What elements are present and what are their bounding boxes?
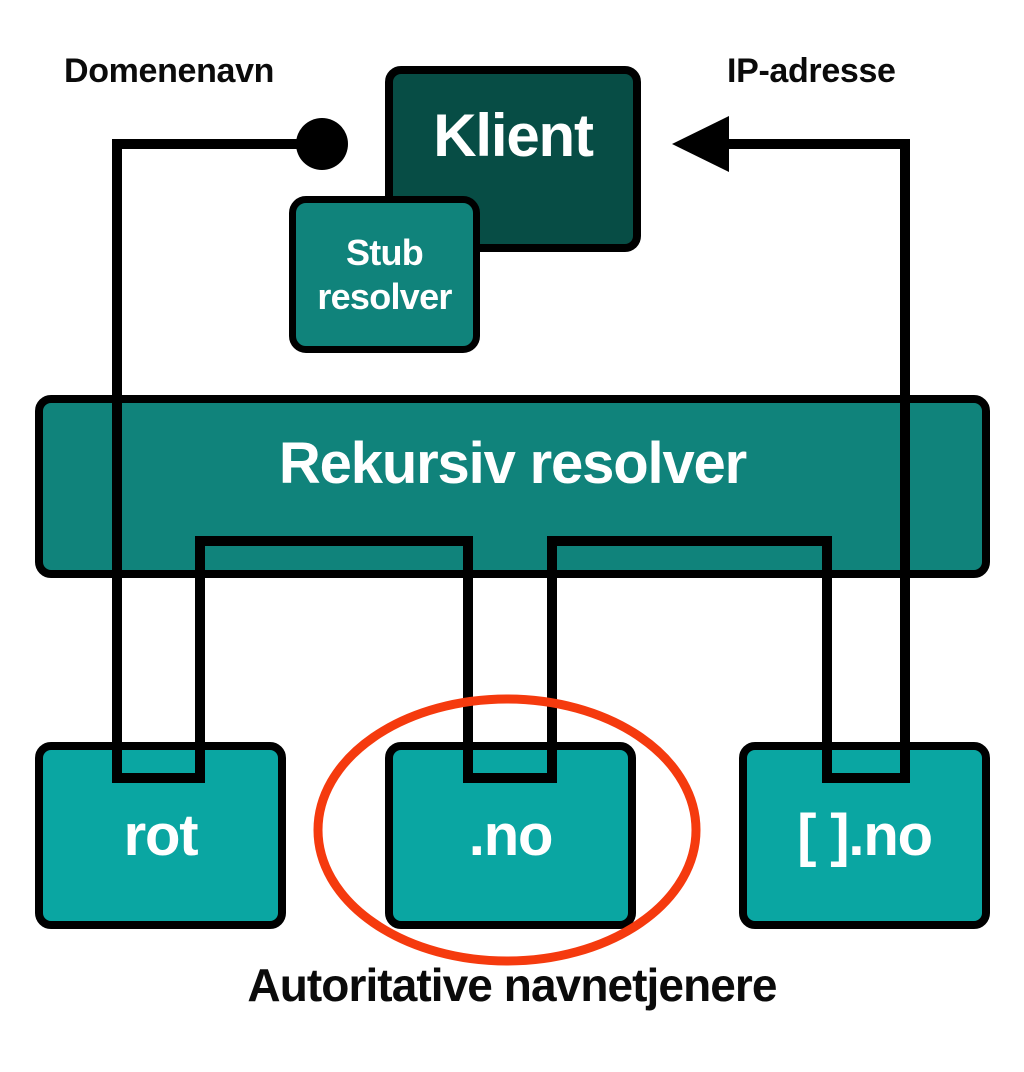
stub-resolver-box: Stub resolver — [289, 196, 480, 353]
authoritative-servers-label: Autoritative navnetjenere — [247, 959, 777, 1011]
root-server-box: rot — [35, 742, 286, 929]
domain-name-label: Domenenavn — [64, 52, 275, 90]
query-origin-dot-icon — [296, 118, 348, 170]
no-server-box: .no — [385, 742, 636, 929]
recursive-resolver-box: Rekursiv resolver — [35, 395, 990, 578]
domain-server-box: [ ].no — [739, 742, 990, 929]
answer-arrowhead-icon — [672, 116, 729, 172]
ip-address-label: IP-adresse — [727, 52, 896, 90]
